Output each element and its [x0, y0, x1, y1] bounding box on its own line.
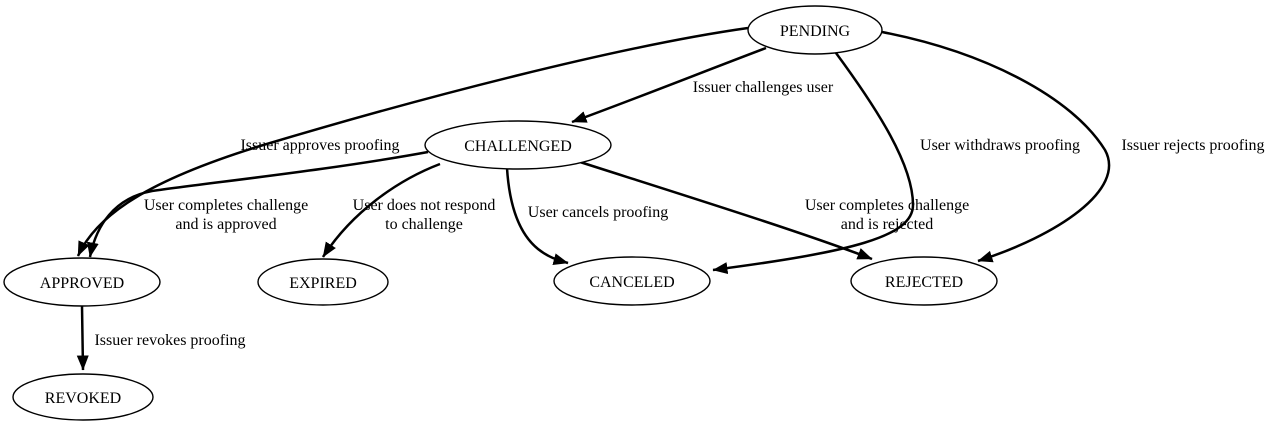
canceled-label: CANCELED — [589, 274, 674, 291]
approved-label: APPROVED — [40, 275, 124, 292]
rejected-label: REJECTED — [885, 274, 963, 291]
edges — [76, 26, 1111, 371]
pending-ellipse — [747, 5, 883, 55]
edge-pending-to-canceled — [712, 52, 915, 275]
edge-label-issuer-challenges-user: Issuer challenges user — [693, 79, 834, 96]
edge-pending-to-challenged — [571, 46, 767, 124]
expired-label: EXPIRED — [289, 275, 357, 292]
edge-challenged-to-rejected — [579, 160, 873, 261]
challenged-ellipse — [424, 120, 612, 170]
state-node-approved: APPROVED — [3, 257, 161, 307]
approved-ellipse — [3, 257, 161, 307]
state-node-expired: EXPIRED — [257, 258, 389, 306]
edge-pending-to-approved — [76, 26, 749, 257]
edge-label-issuer-rejects-proofing: Issuer rejects proofing — [1121, 137, 1264, 154]
edge-label-user-does-not-respond-line2: to challenge — [385, 216, 463, 233]
edge-label-issuer-approves-proofing: Issuer approves proofing — [240, 137, 399, 154]
challenged-label: CHALLENGED — [464, 138, 572, 155]
state-node-rejected: REJECTED — [850, 256, 998, 306]
edge-label-user-completes-challenge-rejected-line1: User completes challenge — [805, 197, 969, 214]
edge-challenged-to-expired — [321, 162, 441, 258]
state-node-canceled: CANCELED — [553, 256, 711, 306]
edge-challenged-to-canceled — [505, 167, 569, 265]
edge-label-user-cancels-proofing: User cancels proofing — [528, 204, 668, 221]
edge-labels: Issuer challenges user Issuer approves p… — [94, 79, 1264, 349]
canceled-ellipse — [553, 256, 711, 306]
revoked-ellipse — [12, 373, 154, 421]
edge-pending-to-rejected — [881, 30, 1111, 263]
edge-approved-to-revoked — [76, 305, 89, 371]
edge-label-user-does-not-respond-line1: User does not respond — [353, 197, 496, 214]
edge-challenged-to-approved — [86, 150, 429, 258]
edge-label-issuer-revokes-proofing: Issuer revokes proofing — [94, 332, 245, 349]
state-node-pending: PENDING — [747, 5, 883, 55]
revoked-label: REVOKED — [45, 390, 121, 407]
rejected-ellipse — [850, 256, 998, 306]
edge-label-user-completes-challenge-rejected-line2: and is rejected — [841, 216, 933, 233]
pending-label: PENDING — [780, 23, 851, 40]
state-node-revoked: REVOKED — [12, 373, 154, 421]
edge-label-user-completes-challenge-approved-line2: and is approved — [175, 216, 276, 233]
edge-label-user-withdraws-proofing: User withdraws proofing — [920, 137, 1080, 154]
expired-ellipse — [257, 258, 389, 306]
state-node-challenged: CHALLENGED — [424, 120, 612, 170]
edge-label-user-completes-challenge-approved-line1: User completes challenge — [144, 197, 308, 214]
nodes: PENDING CHALLENGED APPROVED EXPIRED CANC… — [3, 5, 998, 421]
